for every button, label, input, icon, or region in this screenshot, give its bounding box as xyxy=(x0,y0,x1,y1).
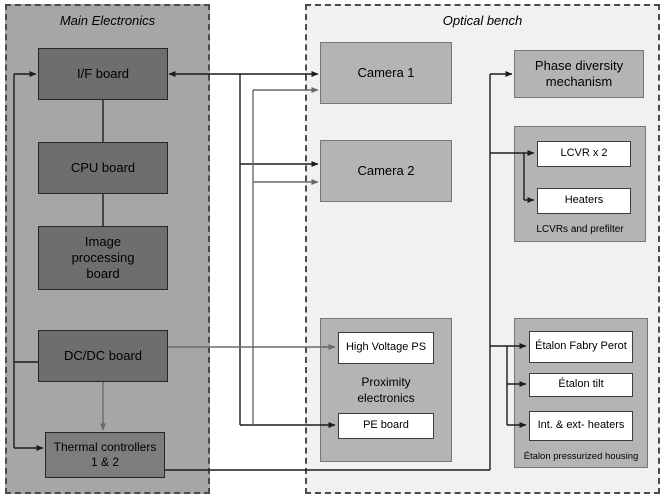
pe-board-box: PE board xyxy=(338,413,434,439)
phase-diversity-box: Phase diversity mechanism xyxy=(514,50,644,98)
etalon-tilt-box: Étalon tilt xyxy=(529,373,633,397)
camera1-box: Camera 1 xyxy=(320,42,452,104)
etalon-fabry-perot-box: Étalon Fabry Perot xyxy=(529,331,633,363)
dcdc-board-box: DC/DC board xyxy=(38,330,168,382)
thermal-controllers-label: Thermal controllers 1 & 2 xyxy=(53,440,157,469)
phase-diversity-label: Phase diversity mechanism xyxy=(534,57,624,89)
lcvr-prefilter-group: LCVR x 2 Heaters LCVRs and prefilter xyxy=(514,126,646,242)
lcvr-heaters-label: Heaters xyxy=(564,194,604,207)
camera2-box: Camera 2 xyxy=(320,140,452,202)
pe-board-label: PE board xyxy=(363,419,409,432)
etalon-tilt-label: Étalon tilt xyxy=(558,378,604,391)
dcdc-board-label: DC/DC board xyxy=(63,347,143,363)
high-voltage-ps-label: High Voltage PS xyxy=(345,341,427,354)
if-board-label: I/F board xyxy=(76,65,130,81)
image-processing-board-box: Image processing board xyxy=(38,226,168,290)
image-processing-board-label: Image processing board xyxy=(71,233,135,282)
proximity-electronics-label: Proximity electronics xyxy=(357,375,415,405)
if-board-box: I/F board xyxy=(38,48,168,100)
thermal-controllers-box: Thermal controllers 1 & 2 xyxy=(45,432,165,478)
main-electronics-title: Main Electronics xyxy=(59,13,156,28)
high-voltage-ps-box: High Voltage PS xyxy=(338,332,434,364)
lcvr-heaters-box: Heaters xyxy=(537,188,631,214)
lcvr-box: LCVR x 2 xyxy=(537,141,631,167)
cpu-board-box: CPU board xyxy=(38,142,168,194)
etalon-heaters-label: Int. & ext- heaters xyxy=(537,419,625,432)
lcvr-group-caption: LCVRs and prefilter xyxy=(536,224,624,235)
camera2-label: Camera 2 xyxy=(357,162,415,178)
optical-bench-title: Optical bench xyxy=(442,13,523,28)
lcvr-label: LCVR x 2 xyxy=(560,147,608,160)
etalon-group-caption: Étalon pressurized housing xyxy=(523,451,639,462)
camera1-label: Camera 1 xyxy=(357,64,415,80)
etalon-housing-group: Étalon Fabry Perot Étalon tilt Int. & ex… xyxy=(514,318,648,468)
cpu-board-label: CPU board xyxy=(70,159,136,175)
etalon-fabry-perot-label: Étalon Fabry Perot xyxy=(535,340,627,353)
proximity-electronics-group: High Voltage PS Proximity electronics PE… xyxy=(320,318,452,462)
etalon-heaters-box: Int. & ext- heaters xyxy=(529,411,633,441)
